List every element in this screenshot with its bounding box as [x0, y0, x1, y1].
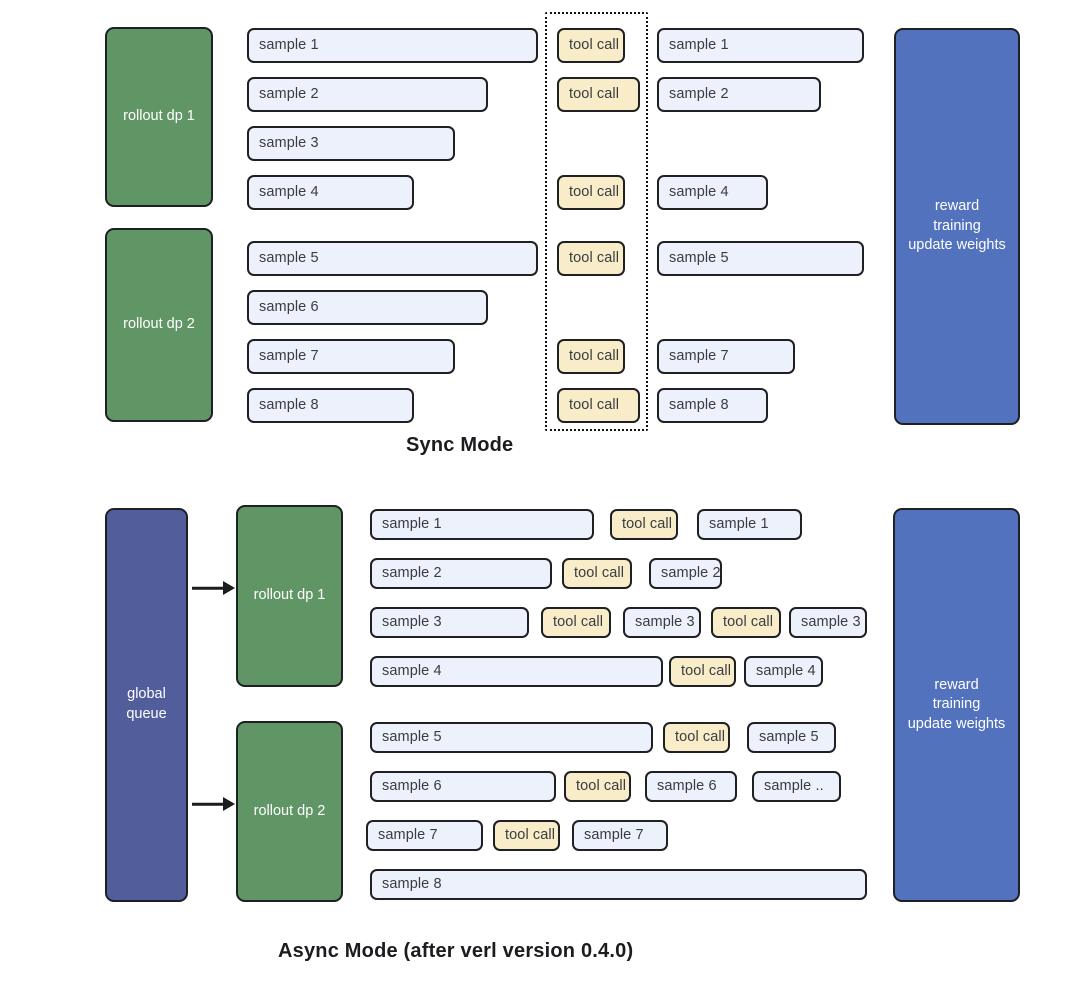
sample-box: sample 7	[657, 339, 795, 374]
sync-rollout-dp-2-block: rollout dp 2	[105, 228, 213, 422]
async-rollout-dp-2-block: rollout dp 2	[236, 721, 343, 902]
sample-box: sample 4	[247, 175, 414, 210]
sample-box: sample 4	[370, 656, 663, 687]
tool-call-box: tool call	[557, 77, 640, 112]
tool-call-box: tool call	[564, 771, 631, 802]
sample-box: sample 1	[247, 28, 538, 63]
sample-box: sample 2	[657, 77, 821, 112]
sample-box: sample 2	[370, 558, 552, 589]
sample-box: sample 7	[366, 820, 483, 851]
sample-box: sample 2	[247, 77, 488, 112]
sync-reward-training-block: reward training update weights	[894, 28, 1020, 425]
sample-box: sample 6	[645, 771, 737, 802]
caption-async: Async Mode (after verl version 0.4.0)	[278, 940, 634, 962]
sample-box: sample 5	[247, 241, 538, 276]
tool-call-box: tool call	[557, 388, 640, 423]
sample-box: sample 8	[247, 388, 414, 423]
tool-call-box: tool call	[663, 722, 730, 753]
tool-call-box: tool call	[557, 339, 625, 374]
sample-box: sample 1	[657, 28, 864, 63]
tool-call-box: tool call	[557, 241, 625, 276]
sample-box: sample 3	[789, 607, 867, 638]
arrow-head-icon	[223, 797, 235, 811]
tool-call-box: tool call	[493, 820, 560, 851]
async-rollout-dp-1-block: rollout dp 1	[236, 505, 343, 687]
sample-box: sample 3	[370, 607, 529, 638]
sample-box: sample 3	[247, 126, 455, 161]
sample-box: sample 5	[747, 722, 836, 753]
sample-box: sample 5	[657, 241, 864, 276]
tool-call-box: tool call	[557, 175, 625, 210]
sample-box: sample 8	[657, 388, 768, 423]
sample-box: sample 6	[247, 290, 488, 325]
arrow-head-icon	[223, 581, 235, 595]
sample-box: sample 7	[247, 339, 455, 374]
sync-rollout-dp-1-block: rollout dp 1	[105, 27, 213, 207]
arrow-queue-to-rollout-2	[192, 796, 235, 812]
async-reward-training-block: reward training update weights	[893, 508, 1020, 902]
arrow-shaft	[192, 802, 224, 806]
tool-call-box: tool call	[669, 656, 736, 687]
sample-box: sample ..	[752, 771, 841, 802]
sample-box: sample 6	[370, 771, 556, 802]
tool-call-box: tool call	[562, 558, 632, 589]
sample-box: sample 3	[623, 607, 701, 638]
sample-box: sample 1	[370, 509, 594, 540]
tool-call-box: tool call	[541, 607, 611, 638]
arrow-queue-to-rollout-1	[192, 580, 235, 596]
arrow-shaft	[192, 586, 224, 590]
sample-box: sample 5	[370, 722, 653, 753]
sample-box: sample 2	[649, 558, 722, 589]
sample-box: sample 4	[657, 175, 768, 210]
sample-box: sample 7	[572, 820, 668, 851]
caption-sync: Sync Mode	[406, 434, 514, 456]
sample-box: sample 8	[370, 869, 867, 900]
async-global-queue-block: global queue	[105, 508, 188, 902]
tool-call-box: tool call	[610, 509, 678, 540]
sample-box: sample 4	[744, 656, 823, 687]
tool-call-box: tool call	[557, 28, 625, 63]
tool-call-box: tool call	[711, 607, 781, 638]
sample-box: sample 1	[697, 509, 802, 540]
